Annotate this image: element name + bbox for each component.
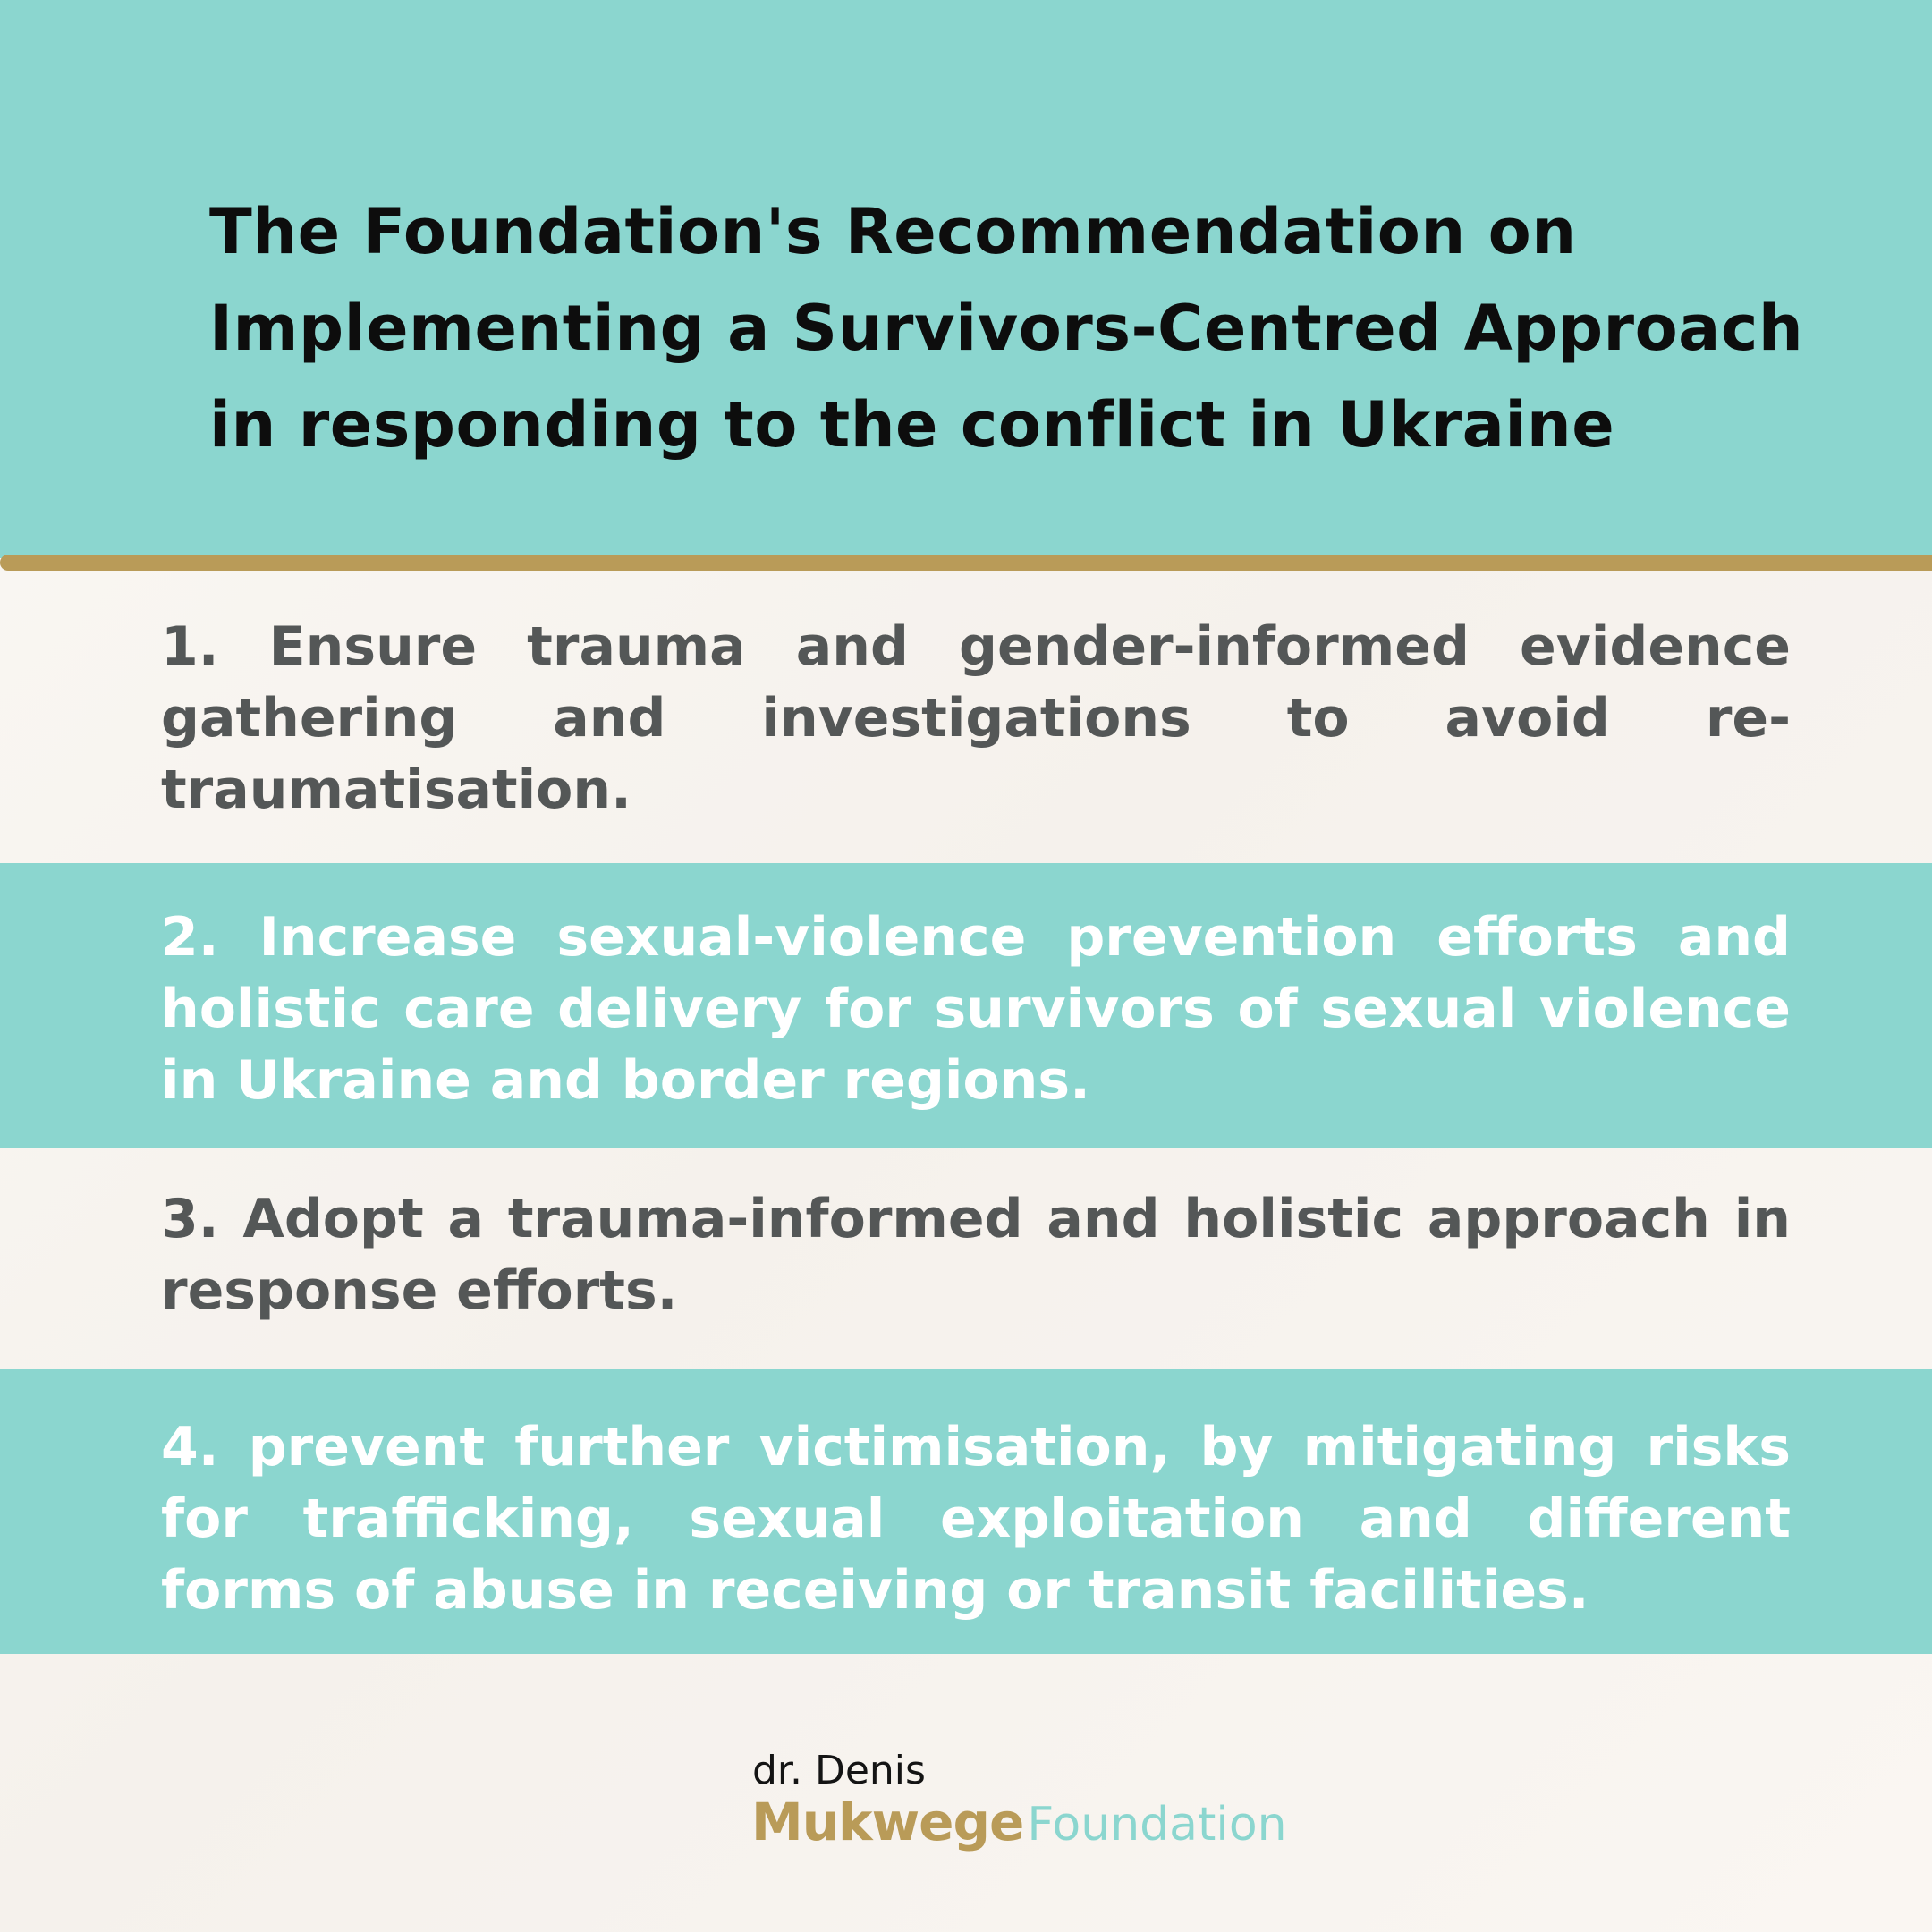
recommendation-3: 3. Adopt a trauma-informed and holistic … <box>161 1188 1791 1322</box>
recommendation-band-4: 4. prevent further victimisation, by mit… <box>0 1369 1932 1654</box>
title-line-3: in responding to the conflict in Ukraine <box>209 388 1615 462</box>
recommendation-band-2: 2. Increase sexual-violence prevention e… <box>0 863 1932 1148</box>
recommendation-1: 1. Ensure trauma and gender-informed evi… <box>161 615 1791 821</box>
title-line-1: The Foundation's Recommendation on <box>209 195 1577 268</box>
foundation-logo: dr. Denis MukwegeFoundation <box>751 1749 1287 1864</box>
recommendation-band-1: 1. Ensure trauma and gender-informed evi… <box>0 571 1932 863</box>
recommendation-4: 4. prevent further victimisation, by mit… <box>161 1416 1791 1622</box>
gold-divider <box>0 555 1932 571</box>
logo-suffix: Foundation <box>1027 1798 1287 1852</box>
logo-line-2: MukwegeFoundation <box>751 1793 1287 1864</box>
recommendation-band-3: 3. Adopt a trauma-informed and holistic … <box>0 1148 1932 1369</box>
recommendation-2: 2. Increase sexual-violence prevention e… <box>161 906 1791 1112</box>
page-title: The Foundation's Recommendation on Imple… <box>209 183 1819 473</box>
title-line-2: Implementing a Survivors-Centred Approac… <box>209 292 1804 365</box>
logo-name: Mukwege <box>751 1792 1024 1852</box>
logo-line-1: dr. Denis <box>752 1748 926 1793</box>
header-banner: The Foundation's Recommendation on Imple… <box>0 0 1932 558</box>
